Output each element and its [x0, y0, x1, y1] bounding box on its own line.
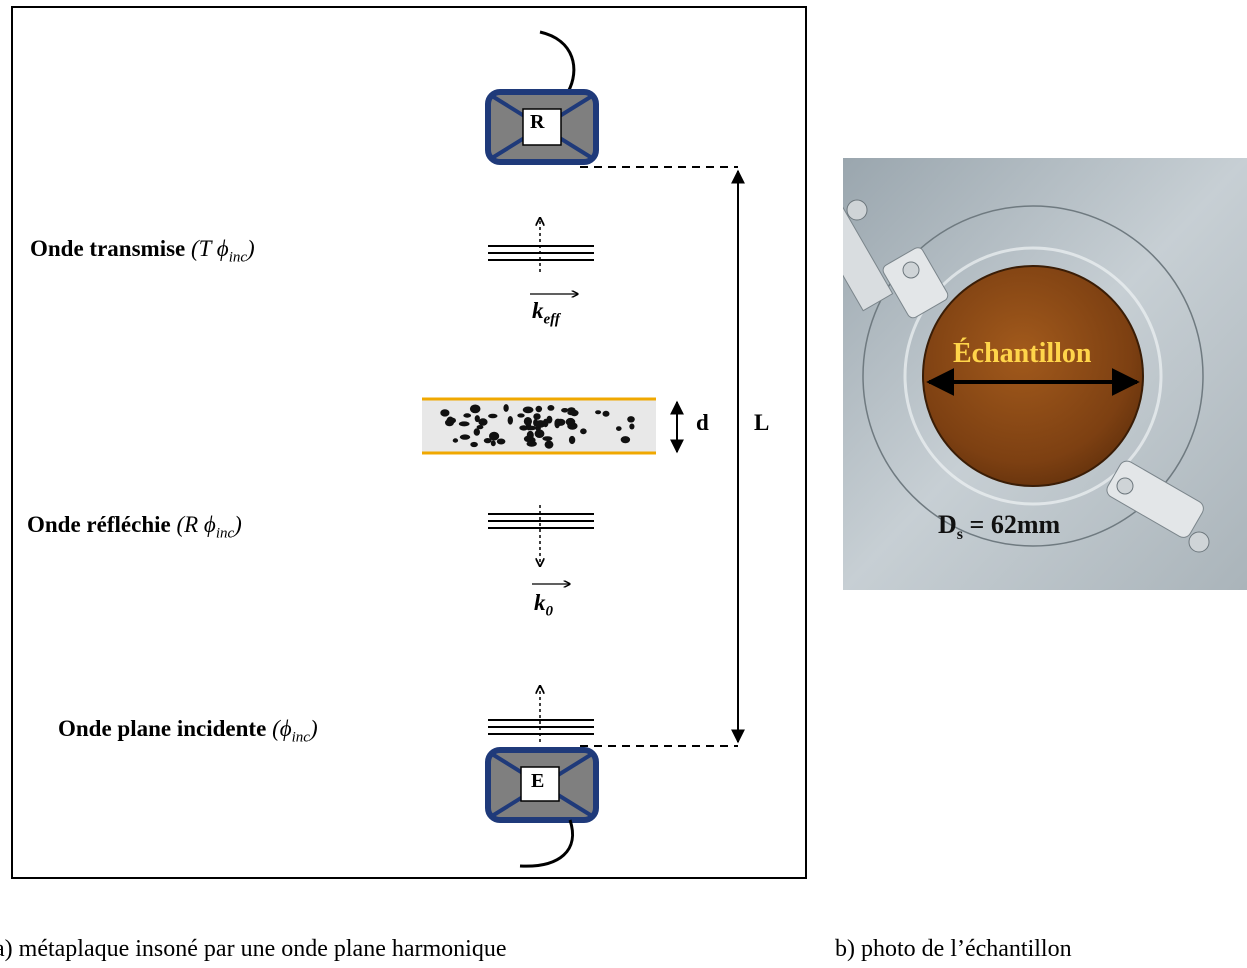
reflected-wave-math: (R ϕ — [176, 512, 216, 537]
distance-indicator — [580, 166, 745, 747]
k0-symbol: k — [534, 590, 546, 615]
inclusion-dot — [542, 436, 553, 441]
reflected-wavefront — [488, 505, 594, 584]
inclusion-dot — [458, 421, 470, 427]
inclusion-dot — [580, 428, 587, 435]
inclusion-dot — [595, 410, 602, 415]
receiver-transducer — [485, 30, 599, 165]
sample-inclusions — [440, 404, 635, 449]
inclusion-dot — [526, 440, 537, 447]
diameter-value: = 62mm — [963, 510, 1061, 539]
inclusion-dot — [629, 423, 635, 430]
incident-wavefront — [488, 686, 594, 742]
reflected-wave-text: Onde réfléchie — [27, 512, 171, 537]
inclusion-dot — [547, 405, 555, 411]
inclusion-dot — [567, 410, 577, 416]
inclusion-dot — [471, 406, 477, 411]
inclusion-dot — [440, 409, 450, 417]
inclusion-dot — [483, 438, 492, 444]
inclusion-dot — [507, 416, 513, 425]
inclusion-dot — [568, 435, 576, 445]
inclusion-dot — [523, 417, 533, 426]
inclusion-dot — [522, 406, 534, 414]
thickness-label: d — [696, 410, 709, 435]
sample-disc — [922, 265, 1144, 487]
inclusion-dot — [627, 416, 635, 423]
inclusion-dot — [488, 413, 498, 419]
transmitted-wave-math: (T ϕ — [191, 236, 229, 261]
sample-photo-drawing — [843, 158, 1247, 590]
transmitted-wavefront — [488, 218, 594, 294]
inclusion-dot — [544, 440, 554, 449]
inclusion-dot — [535, 420, 546, 428]
inclusion-dot — [489, 431, 500, 441]
inclusion-dot — [554, 419, 560, 429]
diameter-label: Ds = 62mm — [938, 510, 1060, 544]
inclusion-dot — [602, 410, 610, 417]
inclusion-dot — [616, 426, 622, 431]
distance-label: L — [754, 410, 770, 435]
inclusion-dot — [496, 438, 506, 445]
diameter-sub: s — [956, 526, 964, 544]
clamp-bottom-right — [1106, 460, 1210, 553]
diameter-prefix: D — [938, 510, 957, 539]
sample-plate — [422, 397, 684, 455]
inclusion-dot — [526, 425, 537, 431]
inclusion-dot — [446, 416, 455, 426]
reflected-wave-sub: inc — [215, 525, 235, 542]
inclusion-dot — [503, 404, 509, 412]
caption-a: a) métaplaque insoné par une onde plane … — [0, 936, 507, 962]
inclusion-dot — [474, 415, 480, 423]
inclusion-dot — [476, 425, 484, 430]
inclusion-dot — [470, 441, 478, 448]
transmitted-wave-label: Onde transmise (T ϕinc) — [30, 236, 255, 266]
clamp-top-left — [843, 197, 949, 319]
receiver-cable — [539, 30, 576, 93]
k0-sub: 0 — [545, 603, 554, 620]
inclusion-dot — [463, 413, 472, 418]
inclusion-dot — [533, 413, 541, 420]
incident-wave-label: Onde plane incidente (ϕinc) — [58, 716, 318, 746]
inclusion-dot — [490, 440, 496, 447]
inclusion-dot — [452, 438, 459, 443]
k-eff-sub: eff — [543, 311, 560, 328]
inclusion-dot — [478, 418, 488, 426]
sample-label: Échantillon — [953, 338, 1092, 369]
receiver-label: R — [530, 111, 545, 133]
ring-groove — [862, 205, 1204, 547]
inclusion-dot — [561, 408, 569, 413]
incident-wave-sub: inc — [291, 729, 310, 746]
emitter-transducer — [485, 747, 599, 868]
emitter-cable — [519, 819, 574, 868]
inclusion-dot — [535, 405, 543, 413]
caption-b: b) photo de l’échantillon — [835, 936, 1072, 962]
transmitted-wave-text: Onde transmise — [30, 236, 186, 261]
k-eff-label: keff — [532, 298, 560, 329]
inclusion-dot — [473, 428, 480, 436]
transmitted-wave-sub: inc — [228, 249, 248, 266]
incident-wave-math: (ϕ — [272, 716, 292, 741]
inclusion-dot — [620, 436, 631, 444]
inclusion-dot — [459, 434, 471, 440]
k-eff-symbol: k — [532, 298, 544, 323]
emitter-label: E — [531, 770, 545, 792]
incident-wave-text: Onde plane incidente — [58, 716, 267, 741]
k0-label: k0 — [534, 590, 553, 621]
inclusion-dot — [517, 413, 525, 418]
reflected-wave-label: Onde réfléchie (R ϕinc) — [27, 512, 242, 542]
sample-photo: Échantillon Ds = 62mm — [843, 158, 1247, 590]
diagram-frame — [11, 6, 807, 879]
inclusion-dot — [534, 429, 545, 439]
inclusion-dot — [519, 425, 529, 431]
inclusion-dot — [526, 430, 534, 440]
inclusion-dot — [565, 417, 576, 426]
